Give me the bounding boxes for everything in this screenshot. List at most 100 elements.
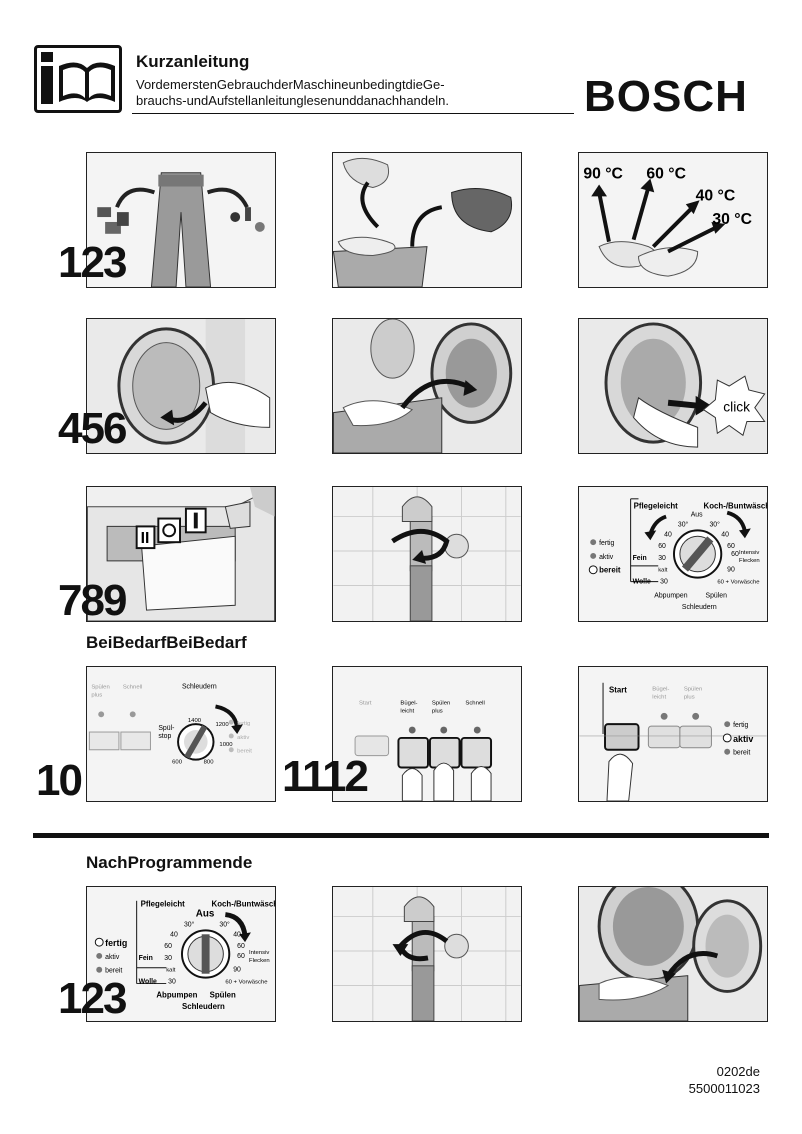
panel-open-door bbox=[86, 318, 276, 454]
svg-text:bereit: bereit bbox=[599, 566, 621, 575]
svg-text:Wolle: Wolle bbox=[139, 979, 157, 986]
svg-text:Wolle: Wolle bbox=[633, 579, 651, 586]
svg-text:60: 60 bbox=[237, 943, 245, 950]
step-number-123: 123 bbox=[58, 238, 127, 287]
svg-text:Start: Start bbox=[609, 686, 627, 695]
panel-close-door: click bbox=[578, 318, 768, 454]
temp-60-label: 60 °C bbox=[646, 166, 686, 183]
brand-logo: BOSCH bbox=[584, 72, 748, 121]
svg-text:30: 30 bbox=[164, 955, 172, 962]
temp-40-label: 40 °C bbox=[696, 187, 736, 204]
section-divider bbox=[33, 833, 769, 838]
svg-text:kalt: kalt bbox=[166, 968, 176, 974]
svg-text:kalt: kalt bbox=[658, 568, 668, 574]
svg-text:leicht: leicht bbox=[652, 695, 666, 701]
svg-text:Abpumpen: Abpumpen bbox=[156, 990, 197, 999]
svg-text:30: 30 bbox=[658, 555, 666, 562]
svg-text:Start: Start bbox=[359, 700, 372, 706]
section-bei-bedarf: BeiBedarfBeiBedarf bbox=[86, 633, 247, 652]
page-title: Kurzanleitung bbox=[136, 52, 250, 71]
svg-text:1200: 1200 bbox=[215, 722, 229, 728]
svg-text:Fein: Fein bbox=[139, 955, 153, 962]
svg-text:Spülen: Spülen bbox=[684, 687, 702, 693]
svg-text:Spülen: Spülen bbox=[706, 592, 728, 599]
step-number-123-end: 123 bbox=[58, 974, 127, 1023]
svg-text:Fein: Fein bbox=[633, 555, 647, 562]
svg-text:Flecken: Flecken bbox=[249, 958, 270, 964]
svg-text:Koch-/Buntwäsche: Koch-/Buntwäsche bbox=[704, 502, 767, 511]
panel-open-tap bbox=[332, 486, 522, 622]
svg-text:60: 60 bbox=[237, 953, 245, 960]
svg-text:plus: plus bbox=[684, 695, 695, 701]
panel-temperatures: 90 °C 60 °C 40 °C 30 °C bbox=[578, 152, 768, 288]
svg-text:30°: 30° bbox=[678, 520, 689, 528]
step-number-789: 789 bbox=[58, 576, 127, 625]
svg-text:800: 800 bbox=[204, 760, 215, 766]
svg-text:Bügel-: Bügel- bbox=[400, 700, 417, 706]
temp-30-label: 30 °C bbox=[712, 211, 752, 228]
svg-text:30: 30 bbox=[168, 979, 176, 986]
svg-text:bereit: bereit bbox=[733, 750, 750, 757]
svg-text:plus: plus bbox=[432, 708, 443, 714]
svg-text:60: 60 bbox=[658, 543, 666, 550]
svg-text:60: 60 bbox=[164, 943, 172, 950]
step-number-456: 456 bbox=[58, 404, 127, 453]
svg-text:Spülen: Spülen bbox=[432, 700, 450, 706]
svg-text:Bügel-: Bügel- bbox=[652, 687, 669, 693]
panel-sort-laundry bbox=[332, 152, 522, 288]
svg-text:Spülen: Spülen bbox=[210, 990, 236, 999]
svg-text:30°: 30° bbox=[184, 920, 195, 928]
svg-text:1400: 1400 bbox=[188, 718, 202, 724]
intro-text: VordemerstenGebrauchderMaschineunbedingt… bbox=[136, 77, 449, 108]
svg-text:60 + Vorwäsche: 60 + Vorwäsche bbox=[225, 980, 268, 986]
svg-text:Schleudern: Schleudern bbox=[682, 604, 717, 611]
panel-dial-off: Pflegeleicht Koch-/Buntwäsche Aus 30° 30… bbox=[86, 886, 276, 1022]
svg-text:Schleudern: Schleudern bbox=[182, 1002, 225, 1011]
svg-text:Flecken: Flecken bbox=[739, 558, 760, 564]
svg-text:40: 40 bbox=[170, 931, 178, 938]
svg-text:II: II bbox=[141, 530, 150, 547]
panel-empty-pockets bbox=[86, 152, 276, 288]
svg-text:fertig: fertig bbox=[599, 540, 614, 547]
header-rule bbox=[132, 113, 574, 114]
panel-close-tap bbox=[332, 886, 522, 1022]
svg-text:fertig: fertig bbox=[105, 938, 127, 948]
panel-unload-laundry bbox=[578, 886, 768, 1022]
panel-detergent: II bbox=[86, 486, 276, 622]
svg-text:Spül-: Spül- bbox=[158, 725, 174, 732]
document-code: 0202de bbox=[716, 1064, 760, 1079]
svg-text:40: 40 bbox=[233, 931, 241, 938]
svg-text:stop: stop bbox=[158, 733, 171, 740]
svg-text:aktiv: aktiv bbox=[237, 735, 249, 741]
svg-text:bereit: bereit bbox=[105, 968, 122, 975]
panel-load-laundry bbox=[332, 318, 522, 454]
svg-text:bereit: bereit bbox=[237, 749, 252, 755]
step-number-10: 10 bbox=[36, 756, 83, 805]
svg-text:Spülen: Spülen bbox=[91, 685, 109, 691]
svg-text:60: 60 bbox=[727, 543, 735, 550]
section-nach-programmende: NachProgrammende bbox=[86, 853, 253, 872]
svg-text:30°: 30° bbox=[709, 520, 720, 528]
svg-text:60: 60 bbox=[731, 551, 739, 558]
svg-text:Intensiv: Intensiv bbox=[249, 950, 269, 956]
part-number: 5500011023 bbox=[688, 1081, 760, 1096]
svg-text:Schnell: Schnell bbox=[465, 700, 484, 706]
svg-text:Schleudern: Schleudern bbox=[182, 684, 217, 691]
svg-text:Schnell: Schnell bbox=[123, 685, 142, 691]
step-number-1112: 1112 bbox=[282, 752, 369, 801]
svg-text:60 + Vorwäsche: 60 + Vorwäsche bbox=[717, 580, 760, 586]
svg-text:plus: plus bbox=[91, 693, 102, 699]
click-label: click bbox=[723, 400, 750, 415]
svg-text:Intensiv: Intensiv bbox=[739, 550, 759, 556]
svg-text:fertig: fertig bbox=[237, 721, 250, 727]
svg-text:Koch-/Buntwäsche: Koch-/Buntwäsche bbox=[212, 900, 275, 909]
svg-text:40: 40 bbox=[721, 531, 729, 538]
temp-90-label: 90 °C bbox=[583, 166, 623, 183]
svg-text:Abpumpen: Abpumpen bbox=[654, 592, 687, 599]
svg-text:40: 40 bbox=[664, 531, 672, 538]
svg-text:Aus: Aus bbox=[691, 512, 703, 519]
svg-text:600: 600 bbox=[172, 760, 183, 766]
